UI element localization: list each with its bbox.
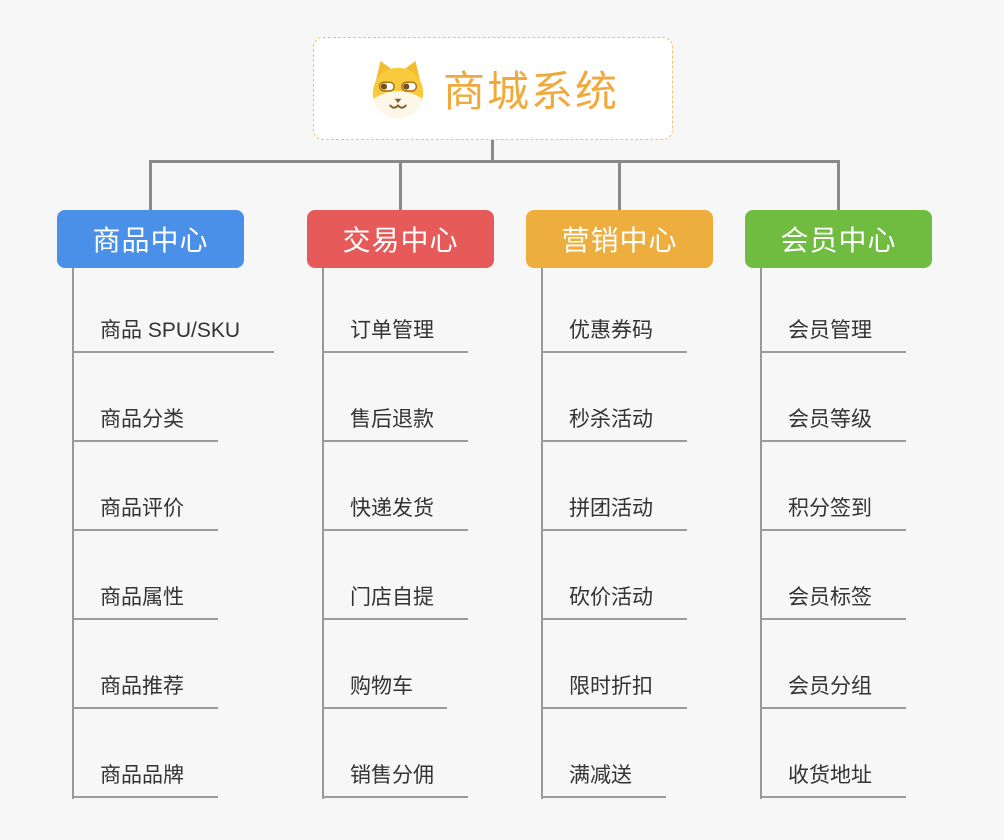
branch-node-member-center[interactable]: 会员中心 xyxy=(745,210,932,268)
branch-node-trade-center[interactable]: 交易中心 xyxy=(307,210,494,268)
leaf-node[interactable]: 快递发货 xyxy=(322,494,468,531)
branch-column-marketing-center: 优惠券码 秒杀活动 拼团活动 砍价活动 限时折扣 满减送 xyxy=(541,0,791,840)
leaf-node[interactable]: 订单管理 xyxy=(322,316,468,353)
leaf-node[interactable]: 商品分类 xyxy=(72,405,218,442)
leaf-node[interactable]: 销售分佣 xyxy=(322,761,468,798)
connector-trunk-horizontal xyxy=(149,160,840,163)
branch-column-product-center: 商品 SPU/SKU 商品分类 商品评价 商品属性 商品推荐 商品品牌 xyxy=(72,0,322,840)
leaf-node[interactable]: 商品属性 xyxy=(72,583,218,620)
leaf-node[interactable]: 售后退款 xyxy=(322,405,468,442)
leaf-node[interactable]: 商品评价 xyxy=(72,494,218,531)
leaf-node[interactable]: 会员分组 xyxy=(760,672,906,709)
leaf-node[interactable]: 商品推荐 xyxy=(72,672,218,709)
root-node[interactable]: 商城系统 xyxy=(313,37,673,140)
branch-node-marketing-center[interactable]: 营销中心 xyxy=(526,210,713,268)
leaf-node[interactable]: 商品 SPU/SKU xyxy=(72,316,275,353)
leaf-node[interactable]: 积分签到 xyxy=(760,494,906,531)
leaf-node[interactable]: 优惠券码 xyxy=(541,316,687,353)
branch-column-member-center: 会员管理 会员等级 积分签到 会员标签 会员分组 收货地址 xyxy=(760,0,1004,840)
leaf-node[interactable]: 拼团活动 xyxy=(541,494,687,531)
leaf-node[interactable]: 会员管理 xyxy=(760,316,906,353)
leaf-node[interactable]: 购物车 xyxy=(322,672,447,709)
leaf-node[interactable]: 秒杀活动 xyxy=(541,405,687,442)
dog-face-icon xyxy=(372,60,424,118)
connector-branch-stub-3 xyxy=(618,160,621,210)
leaf-node[interactable]: 收货地址 xyxy=(760,761,906,798)
connector-branch-stub-1 xyxy=(149,160,152,210)
leaf-node[interactable]: 会员标签 xyxy=(760,583,906,620)
leaf-node[interactable]: 砍价活动 xyxy=(541,583,687,620)
leaf-node[interactable]: 满减送 xyxy=(541,761,666,798)
connector-branch-stub-4 xyxy=(837,160,840,210)
branch-node-product-center[interactable]: 商品中心 xyxy=(57,210,244,268)
leaf-node[interactable]: 门店自提 xyxy=(322,583,468,620)
leaf-node[interactable]: 限时折扣 xyxy=(541,672,687,709)
connector-branch-stub-2 xyxy=(399,160,402,210)
connector-root-stub xyxy=(491,140,494,161)
root-title: 商城系统 xyxy=(442,68,619,115)
leaf-node[interactable]: 商品品牌 xyxy=(72,761,218,798)
leaf-node[interactable]: 会员等级 xyxy=(760,405,906,442)
